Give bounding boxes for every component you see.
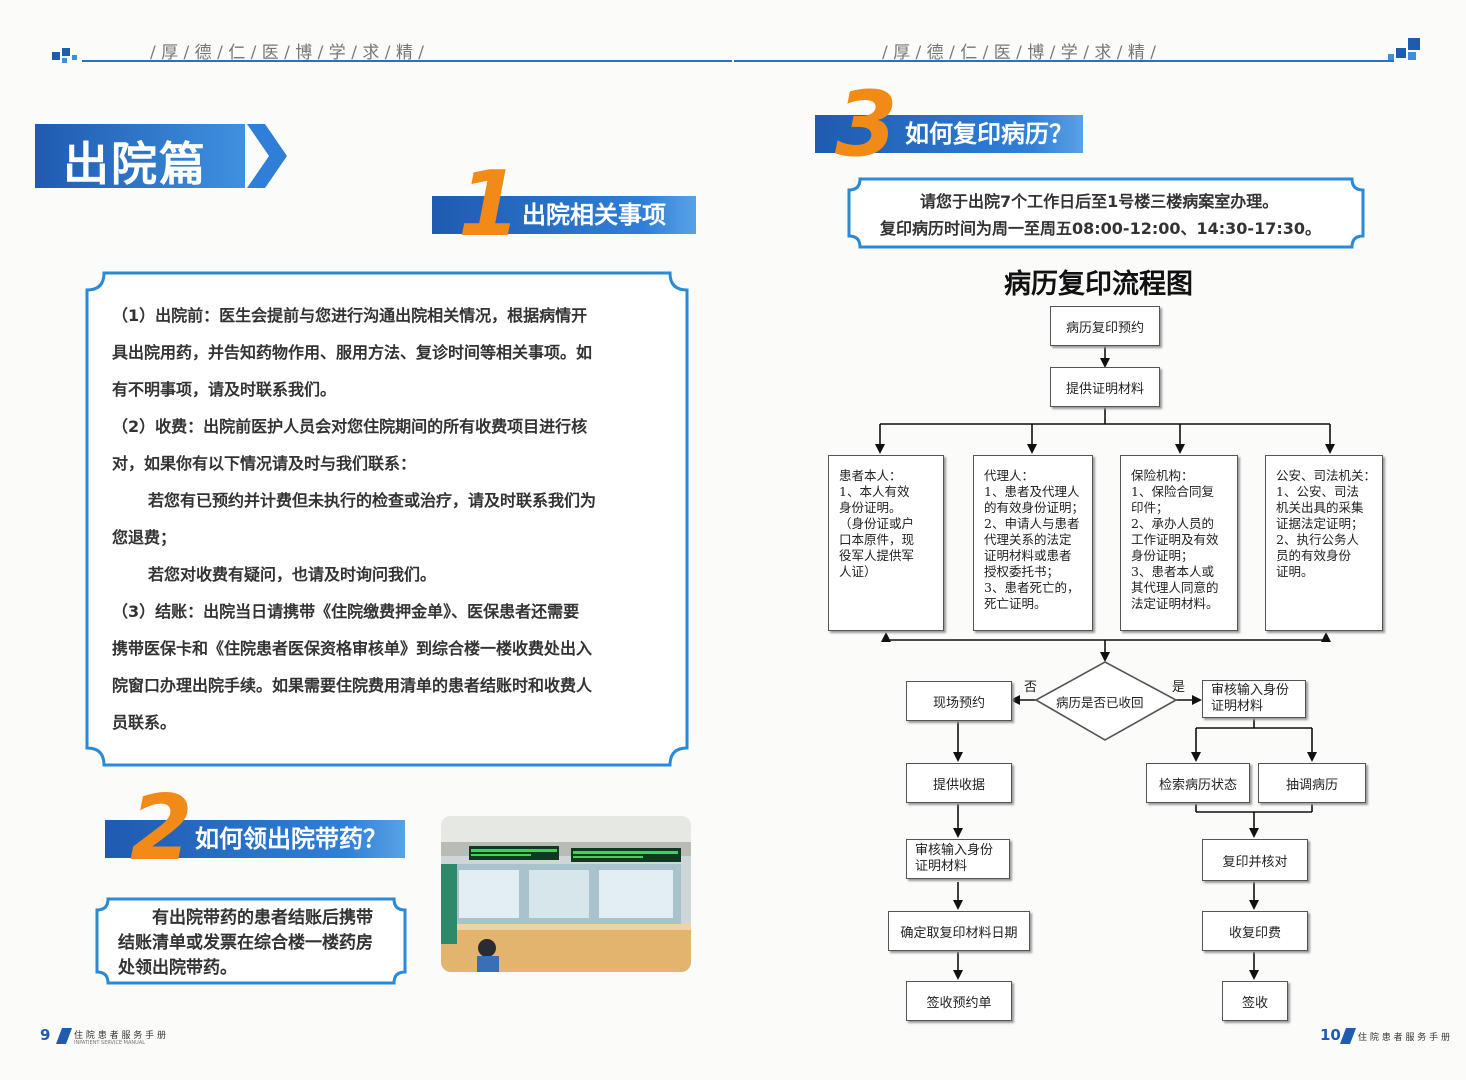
flow-step-appointment: 病历复印预约 [1050,306,1160,346]
notice-line: 复印病历时间为周一至周五08:00-12:00、14:30-17:30。 [880,219,1322,238]
section2-line: 处领出院带药。 [118,958,237,978]
right-header-motto: / 厚 / 德 / 仁 / 医 / 博 / 学 / 求 / 精 / [882,43,1157,63]
no-label: 否 [1024,680,1038,695]
right-footer-text: 住 院 患 者 服 务 手 册 [1358,1033,1451,1043]
flow-step-provide-documents: 提供证明材料 [1050,367,1160,407]
section1-text: （1）出院前：医生会提前与您进行沟通出院相关情况，根据病情开 具出院用药，并告知… [112,297,682,741]
flow-right-sign: 签收 [1222,981,1288,1021]
pharmacy-photo [441,816,691,972]
flow-col-insurance: 保险机构： 1、保险合同复 印件； 2、承办人员的 工作证明及有效 身份证明； … [1120,455,1238,631]
flow-left-verify-identity: 审核输入身份 证明材料 [906,839,1010,879]
flow-right-collect-fee: 收复印费 [1202,911,1308,951]
section2-text: 有出院带药的患者结账后携带 结账清单或发票在综合楼一楼药房 处领出院带药。 [118,906,373,981]
para-line: （1）出院前：医生会提前与您进行沟通出院相关情况，根据病情开 [112,306,588,325]
section1-banner: 出院相关事项 [432,196,696,234]
section2-line: 有出院带药的患者结账后携带 [152,908,373,928]
para-line: 有不明事项，请及时联系我们。 [112,380,337,399]
flow-right-copy-verify: 复印并核对 [1202,839,1308,881]
left-header-motto: / 厚 / 德 / 仁 / 医 / 博 / 学 / 求 / 精 / [150,43,425,63]
para-line: 若您有已预约并计费但未执行的检查或治疗，请及时联系我们为 [148,491,597,510]
decision-label: 病历是否已收回 [1056,695,1144,710]
flow-right-verify-identity: 审核输入身份 证明材料 [1202,680,1306,718]
section1-title: 出院相关事项 [522,201,666,229]
flow-left-provide-receipt: 提供收据 [906,763,1012,803]
right-header-rule [734,60,1394,62]
left-page-number: 9 [40,1026,51,1044]
para-line: （2）收费：出院前医护人员会对您住院期间的所有收费项目进行核 [112,417,588,436]
left-header-rule [82,60,732,62]
para-line: 携带医保卡和《住院患者医保资格审核单》到综合楼一楼收费处出入 [112,639,593,658]
flow-col-patient: 患者本人： 1、本人有效 身份证明。 （身份证或户 口本原件，现 役军人提供军 … [828,455,944,631]
flow-col-police-judicial: 公安、司法机关： 1、公安、司法 机关出具的采集 证据法定证明； 2、执行公务人… [1265,455,1383,631]
left-footer-text: 住 院 患 者 服 务 手 册 [74,1031,167,1041]
right-footer-slash-icon [1340,1028,1356,1044]
section3-banner: 如何复印病历？ [815,115,1083,153]
flowchart-title: 病历复印流程图 [1004,269,1193,300]
section3-title: 如何复印病历？ [905,120,1073,148]
para-line: 具出院用药，并告知药物作用、服用方法、复诊时间等相关事项。如 [112,343,593,362]
section1-number: 1 [458,152,521,257]
section3-notice-frame [846,176,1366,250]
section2-banner: 如何领出院带药？ [105,820,405,858]
para-line: 员联系。 [112,713,177,732]
section3-notice: 请您于出院7个工作日后至1号楼三楼病案室办理。 复印病历时间为周一至周五08:0… [880,188,1321,242]
flow-col-agent: 代理人： 1、患者及代理人 的有效身份证明； 2、申请人与患者 代理关系的法定 … [973,455,1093,631]
left-footer-sub: INPATIENT SERVICE MANUAL [74,1040,146,1046]
notice-line: 请您于出院7个工作日后至1号楼三楼病案室办理。 [920,192,1279,211]
flow-right-search-record: 检索病历状态 [1146,763,1250,803]
flow-left-onsite-appointment: 现场预约 [906,681,1012,721]
para-line: 院窗口办理出院手续。如果需要住院费用清单的患者结账时和收费人 [112,676,593,695]
para-line: 对，如果你有以下情况请及时与我们联系： [112,454,417,473]
flow-left-sign-appointment: 签收预约单 [906,981,1012,1021]
flow-left-set-pickup-date: 确定取复印材料日期 [888,911,1030,951]
right-header-logo [1388,36,1426,64]
para-line: 若您对收费有疑问，也请及时询问我们。 [148,565,437,584]
decision-diamond [1034,661,1178,741]
flow-right-retrieve-record: 抽调病历 [1258,763,1366,803]
left-header-logo [52,46,82,64]
section2-title: 如何领出院带药？ [195,825,387,853]
yes-label: 是 [1172,680,1186,695]
section3-number: 3 [835,72,898,177]
section2-line: 结账清单或发票在综合楼一楼药房 [118,933,373,953]
para-line: （3）结账：出院当日请携带《住院缴费押金单》、医保患者还需要 [112,602,580,621]
section2-frame [94,896,408,986]
para-line: 您退费； [112,528,177,547]
chapter-title: 出院篇 [63,137,207,191]
section2-number: 2 [130,776,193,881]
chapter-title-banner: 出院篇 [35,124,290,191]
section1-frame [84,270,690,768]
right-page-number: 10 [1320,1026,1341,1044]
left-footer-slash-icon [56,1028,72,1044]
